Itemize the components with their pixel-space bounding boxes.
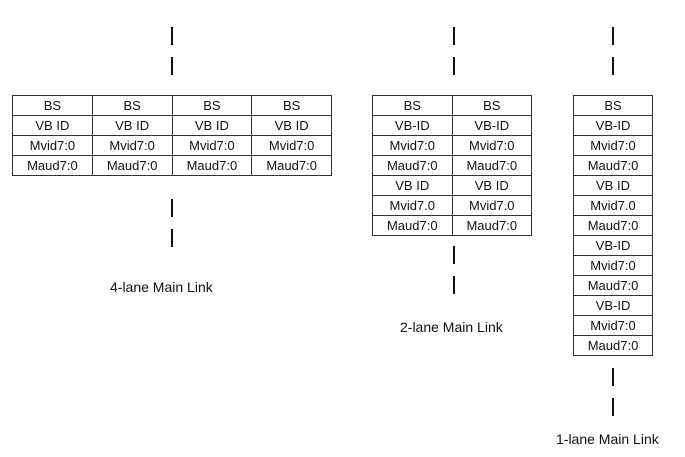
symbol-cell: Maud7:0 [573,275,653,296]
symbol-cell: Mvid7.0 [372,195,453,216]
symbol-cell: Maud7:0 [171,155,253,176]
table-row: Maud7:0 [573,155,653,176]
lane-continuation-mark [612,27,614,45]
two-lane-caption: 2-lane Main Link [400,319,503,335]
symbol-cell: Mvid7:0 [573,135,653,156]
lane-continuation-mark [453,246,455,264]
symbol-cell: Mvid7:0 [573,315,653,336]
symbol-cell: VB-ID [573,115,653,136]
symbol-cell: VB-ID [372,115,453,136]
lane-continuation-mark [171,199,173,217]
one-lane-caption: 1-lane Main Link [556,431,659,447]
symbol-cell: Mvid7.0 [573,195,653,216]
lane-continuation-mark [171,229,173,247]
lane-continuation-mark [453,27,455,45]
symbol-cell: BS [372,95,453,116]
symbol-cell: BS [171,95,253,116]
table-row: Mvid7:0 [573,255,653,276]
table-row: VB ID [573,175,653,196]
symbol-cell: VB ID [91,115,173,136]
symbol-cell: Maud7:0 [12,155,93,176]
table-row: Mvid7.0 [573,195,653,216]
symbol-cell: VB ID [451,175,532,196]
symbol-cell: Maud7:0 [451,215,532,236]
symbol-cell: Mvid7:0 [12,135,93,156]
symbol-cell: Mvid7:0 [372,135,453,156]
table-row: VB-ID [573,115,653,136]
lane-continuation-mark [453,276,455,294]
symbol-cell: Maud7:0 [451,155,532,176]
symbol-cell: VB ID [372,175,453,196]
symbol-cell: VB ID [251,115,332,136]
symbol-cell: BS [251,95,332,116]
symbol-cell: Mvid7:0 [171,135,253,156]
lane-continuation-mark [171,57,173,75]
symbol-cell: VB ID [573,175,653,196]
symbol-cell: Maud7:0 [91,155,173,176]
lane-continuation-mark [171,27,173,45]
lane-continuation-mark [612,368,614,386]
symbol-cell: BS [91,95,173,116]
symbol-cell: BS [451,95,532,116]
symbol-cell: Maud7:0 [372,155,453,176]
symbol-cell: Mvid7:0 [451,135,532,156]
symbol-cell: Maud7:0 [573,155,653,176]
four-lane-caption: 4-lane Main Link [110,279,213,295]
table-row: VB-ID [573,235,653,256]
symbol-cell: VB ID [171,115,253,136]
table-row: VB-ID [573,295,653,316]
table-row: Maud7:0 [573,335,653,356]
table-row: Mvid7:0 [573,315,653,336]
symbol-cell: Maud7:0 [372,215,453,236]
lane-continuation-mark [612,57,614,75]
table-row: BS [573,95,653,116]
symbol-cell: Maud7:0 [573,335,653,356]
symbol-cell: VB-ID [573,235,653,256]
table-row: Maud7:0 [573,275,653,296]
symbol-cell: BS [573,95,653,116]
table-row: Mvid7:0 [573,135,653,156]
symbol-cell: VB ID [12,115,93,136]
lane-continuation-mark [612,398,614,416]
symbol-cell: Mvid7:0 [251,135,332,156]
symbol-cell: BS [12,95,93,116]
symbol-cell: Maud7:0 [251,155,332,176]
symbol-cell: VB-ID [573,295,653,316]
symbol-cell: Maud7:0 [573,215,653,236]
symbol-cell: VB-ID [451,115,532,136]
symbol-cell: Mvid7:0 [573,255,653,276]
symbol-cell: Mvid7:0 [91,135,173,156]
symbol-cell: Mvid7.0 [451,195,532,216]
lane-continuation-mark [453,57,455,75]
table-row: Maud7:0 [573,215,653,236]
